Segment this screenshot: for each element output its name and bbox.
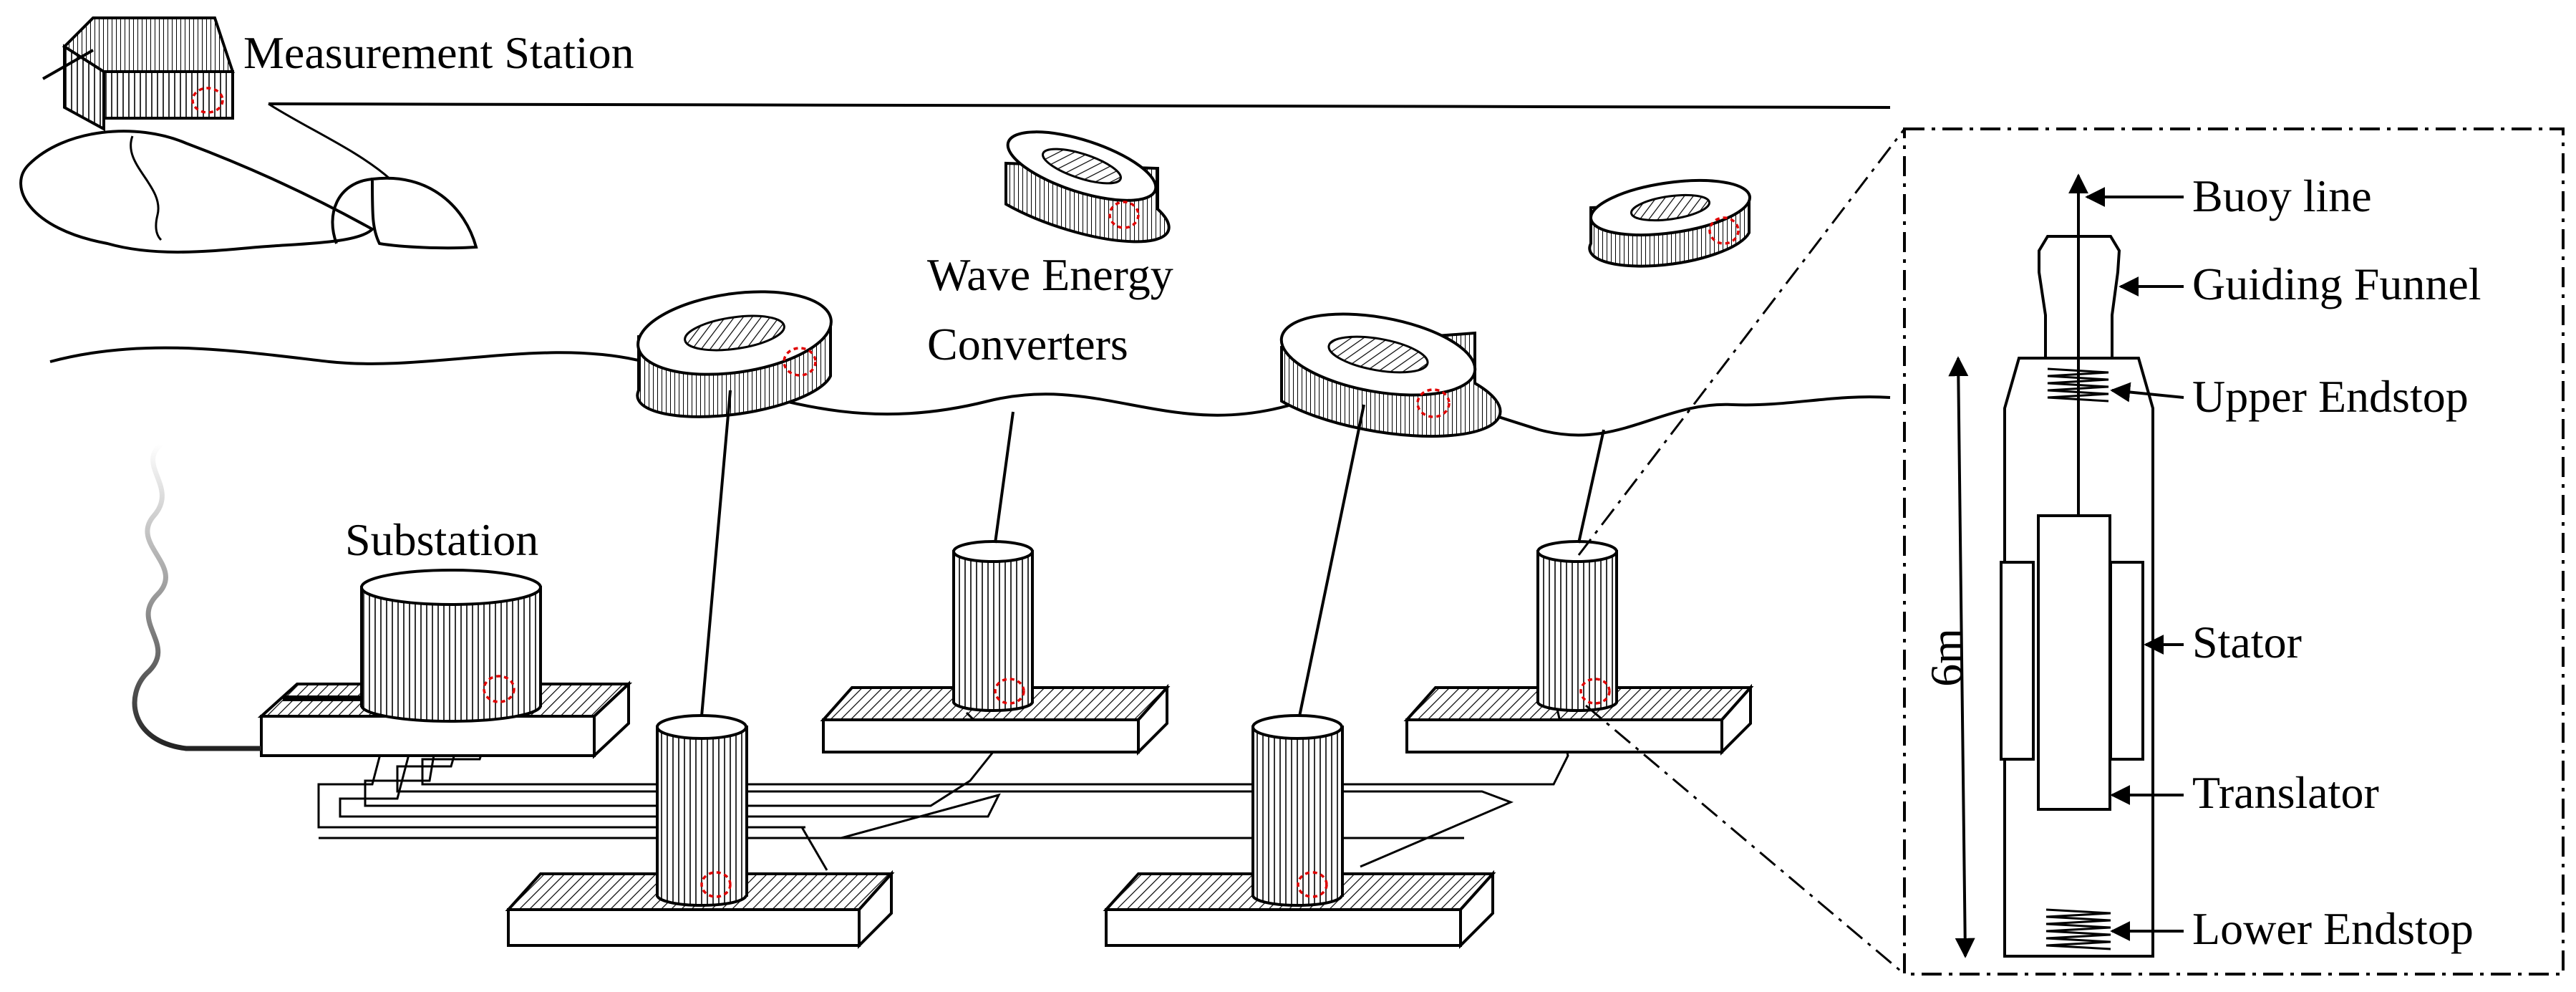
buoy-line-label: Buoy line <box>2192 170 2372 221</box>
buoy-4 <box>1279 312 1502 438</box>
buoy-1 <box>1004 130 1171 244</box>
generator-1 <box>505 714 895 949</box>
generator-detail <box>1948 173 2154 958</box>
translator <box>2037 514 2111 811</box>
lower-spring <box>2045 908 2111 950</box>
sea-surface <box>49 346 1891 437</box>
sensor-marker <box>191 87 224 114</box>
height-label: 6m <box>1921 628 1972 687</box>
detail-frame <box>1903 127 2565 976</box>
measurement-station-house <box>42 16 235 132</box>
substation <box>257 569 633 759</box>
upper-spring <box>2047 367 2109 403</box>
generator-2 <box>820 540 1171 756</box>
detail-label-arrows <box>2085 187 2184 941</box>
buoy-2 <box>1588 178 1752 268</box>
guiding-funnel-label: Guiding Funnel <box>2192 259 2481 309</box>
generator-4 <box>1403 540 1754 756</box>
horizon-line <box>268 102 1891 109</box>
upper-endstop-label: Upper Endstop <box>2192 371 2469 422</box>
stator-right <box>2109 561 2144 761</box>
seafloor-cables <box>317 708 1569 871</box>
wave-energy-label-line1: Wave Energy <box>927 249 1173 300</box>
shore-cable <box>132 442 261 751</box>
stator-left <box>2000 561 2035 761</box>
wave-energy-label-line2: Converters <box>927 319 1128 370</box>
generator-3 <box>1103 714 1496 949</box>
buoy-lines <box>700 390 1605 717</box>
detail-connectors <box>1577 128 1906 976</box>
lower-endstop-label: Lower Endstop <box>2192 903 2474 954</box>
buoy-3 <box>636 290 833 418</box>
shore <box>19 102 1891 254</box>
substation-label: Substation <box>345 514 538 565</box>
translator-label: Translator <box>2192 767 2379 818</box>
stator-label: Stator <box>2192 617 2302 668</box>
measurement-station-label: Measurement Station <box>243 27 634 78</box>
